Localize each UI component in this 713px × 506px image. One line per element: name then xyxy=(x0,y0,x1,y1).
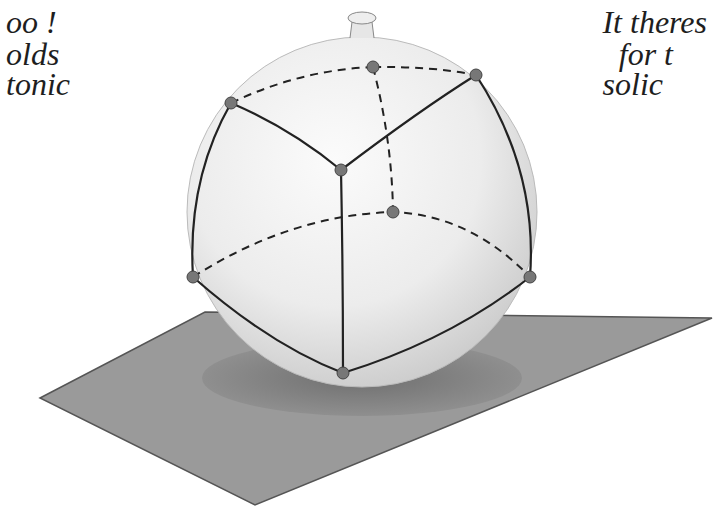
hidden-cube-edges xyxy=(193,67,530,277)
balloon-sphere xyxy=(187,37,537,387)
handwritten-note: for t xyxy=(619,38,673,70)
handwritten-note: olds xyxy=(6,38,59,70)
cube-vertices xyxy=(187,61,536,379)
handwritten-note: It theres xyxy=(602,6,707,38)
handwritten-note: tonic xyxy=(6,68,70,100)
handwritten-note: oo ! xyxy=(6,6,57,38)
balloon-nozzle-lip xyxy=(348,12,376,24)
handwritten-note: solic xyxy=(603,68,663,100)
visible-cube-edges xyxy=(192,75,531,373)
